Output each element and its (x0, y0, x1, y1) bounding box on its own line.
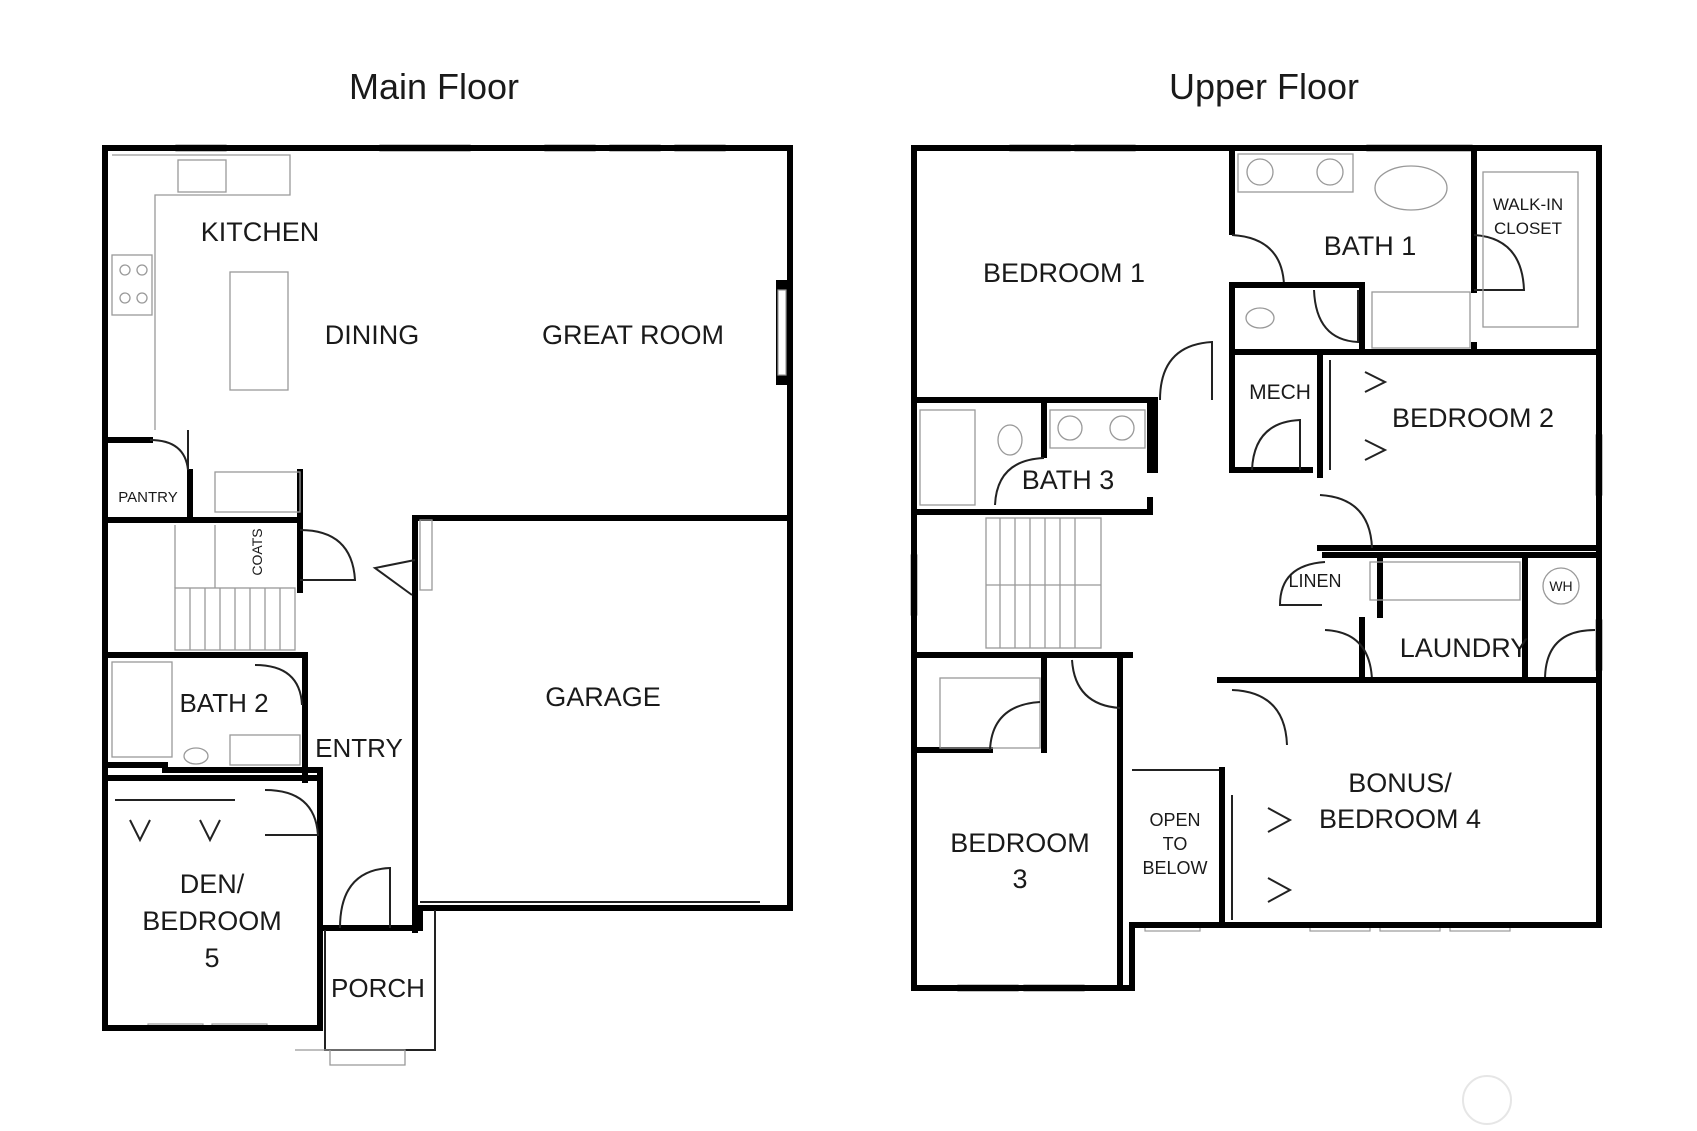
walkin-closet-label-line2: CLOSET (1494, 219, 1562, 238)
bath3-door (994, 457, 1045, 506)
entry-label: ENTRY (315, 733, 403, 763)
wh-door (1544, 629, 1596, 681)
kitchen-label: KITCHEN (201, 217, 320, 247)
bath3-vanity (1049, 409, 1146, 449)
coats-label: COATS (249, 528, 265, 575)
kitchen-sink (177, 159, 227, 193)
bath1-toilet (1245, 307, 1275, 329)
garage-door-jamb (419, 519, 433, 591)
bath2-wall (102, 652, 308, 783)
bedroom2-closet-doors (1329, 360, 1388, 470)
pantry-door (149, 430, 189, 471)
bedroom2-door (1319, 494, 1373, 549)
linen-door (1278, 561, 1326, 606)
bedroom3-closet (939, 677, 1041, 749)
main-exterior-wall (102, 145, 793, 911)
bedroom3-closet-door (989, 701, 1041, 751)
bath2-door (254, 664, 303, 706)
cooktop (111, 254, 153, 316)
shower (111, 661, 173, 758)
bath3-tub (919, 409, 976, 506)
washer-dryer (1369, 561, 1521, 601)
front-door (339, 866, 391, 929)
open-to-below-line1: OPEN (1149, 810, 1200, 830)
main-exterior-wall-west (102, 145, 423, 1031)
linen-label: LINEN (1288, 571, 1341, 591)
bath2-label: BATH 2 (179, 688, 268, 718)
den-closet-doors (115, 799, 235, 843)
bedroom1-south-wall (911, 397, 1158, 473)
porch-label: PORCH (331, 973, 425, 1003)
open-to-below-line2: TO (1163, 834, 1188, 854)
open-to-below-line3: BELOW (1142, 858, 1207, 878)
coats-door (299, 529, 357, 581)
closet-door (1473, 234, 1526, 291)
water-heater (1542, 567, 1580, 605)
mech-wall (1229, 349, 1313, 473)
coats-wall (102, 517, 303, 593)
watermark-logo (1462, 1075, 1512, 1125)
bath2-south-wall (102, 762, 323, 773)
upper-stairs (985, 517, 1102, 649)
wc-door (1313, 289, 1359, 344)
great-room-label: GREAT ROOM (542, 320, 724, 350)
den-door (264, 789, 320, 836)
bedroom2-label: BEDROOM 2 (1392, 403, 1554, 433)
laundry-wall (1359, 552, 1602, 683)
bath1-shower (1371, 291, 1471, 349)
mech-label: MECH (1249, 381, 1311, 404)
upper-exterior-wall (911, 145, 1602, 991)
pantry-label: PANTRY (118, 489, 177, 506)
wc-wall (1229, 282, 1365, 351)
bedroom1-label: BEDROOM 1 (983, 258, 1145, 288)
bath1-vanity (1237, 153, 1354, 193)
bonus-label-line1: BONUS/ (1348, 768, 1452, 798)
mech-door (1251, 418, 1301, 471)
bathtub (1374, 165, 1448, 211)
vanity (229, 734, 301, 766)
bath1-door (1231, 234, 1286, 286)
walkin-closet-label-line1: WALK-IN (1493, 195, 1563, 214)
kitchen-counter (214, 471, 301, 513)
upper-floor-title: Upper Floor (1168, 66, 1360, 107)
bay-window (777, 289, 787, 376)
bath3-toilet (997, 424, 1023, 456)
laundry-label: LAUNDRY (1400, 633, 1529, 663)
pantry-wall (102, 437, 193, 518)
bath1-label: BATH 1 (1324, 231, 1417, 261)
closet-shelving (1482, 171, 1579, 328)
main-stairs (174, 525, 296, 651)
den-label-line3: 5 (204, 943, 219, 973)
laundry-door (1324, 629, 1373, 681)
bonus-door (1231, 689, 1288, 746)
kitchen-counters (112, 154, 291, 430)
bedroom3-label-line2: 3 (1012, 864, 1027, 894)
bedroom1-door (1159, 340, 1213, 401)
den-label-line1: DEN/ (180, 869, 245, 899)
den-label-line2: BEDROOM (142, 906, 282, 936)
bonus-label-line2: BEDROOM 4 (1319, 804, 1481, 834)
bonus-closet-doors (1231, 795, 1293, 920)
main-floor-plan: KITCHEN DINING GREAT ROOM PANTRY COATS B… (102, 144, 793, 1066)
toilet (183, 747, 209, 765)
bedroom3-label-line1: BEDROOM (950, 828, 1090, 858)
garage-door-swing (372, 559, 416, 596)
main-floor-title: Main Floor (348, 66, 520, 107)
garage-label: GARAGE (545, 682, 661, 712)
kitchen-island (229, 271, 289, 391)
porch-steps (295, 1049, 406, 1066)
bedroom3-door (1071, 659, 1121, 709)
upper-floor-plan: BEDROOM 1 BATH 1 WALK-IN CLOSET MECH BED… (910, 144, 1603, 992)
wh-label: WH (1549, 578, 1572, 594)
bath3-label: BATH 3 (1022, 465, 1115, 495)
dining-label: DINING (325, 320, 420, 350)
